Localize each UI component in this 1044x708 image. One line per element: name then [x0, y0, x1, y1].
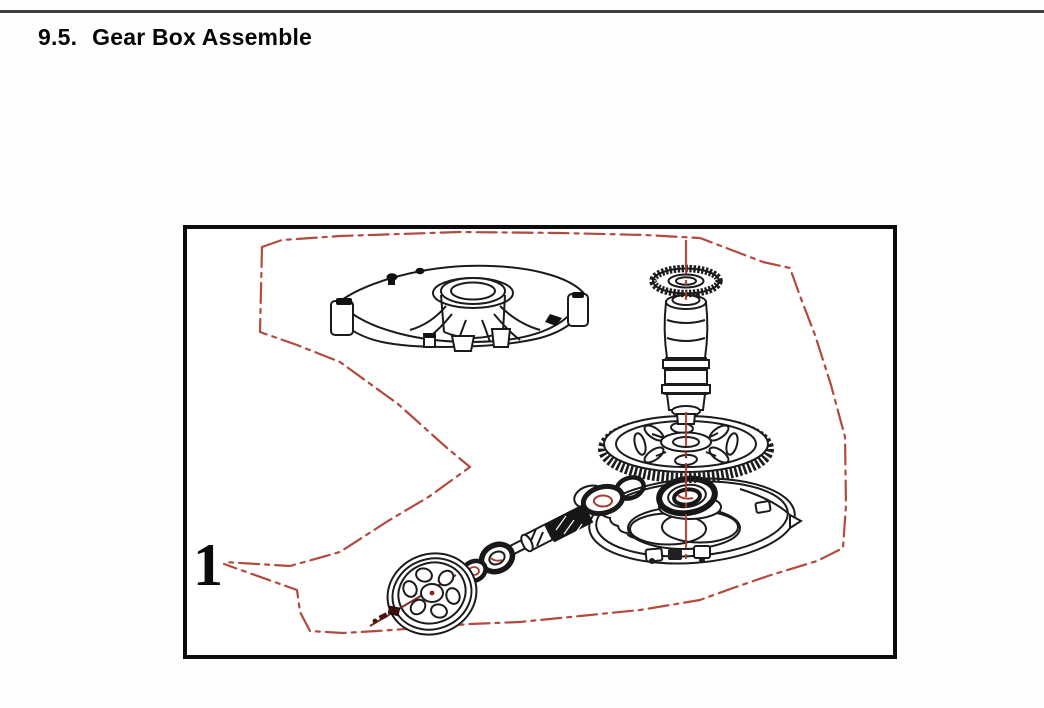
section-heading: 9.5. Gear Box Assemble	[38, 24, 312, 51]
callout-label-1: 1	[193, 532, 223, 598]
output-shaft-drawing	[460, 503, 594, 584]
gearbox-exploded-diagram: 1	[193, 230, 848, 636]
section-title: Gear Box Assemble	[92, 24, 313, 50]
upper-cover-drawing	[330, 264, 589, 352]
lower-housing-drawing	[588, 477, 803, 565]
top-rule	[0, 10, 1044, 13]
red-boundary-outline	[222, 230, 848, 635]
figure-frame: 1	[183, 225, 897, 659]
callout-group: 1	[193, 532, 223, 598]
input-shaft-drawing	[661, 294, 711, 425]
pulley-drawing	[369, 552, 478, 636]
section-number: 9.5.	[38, 24, 78, 50]
